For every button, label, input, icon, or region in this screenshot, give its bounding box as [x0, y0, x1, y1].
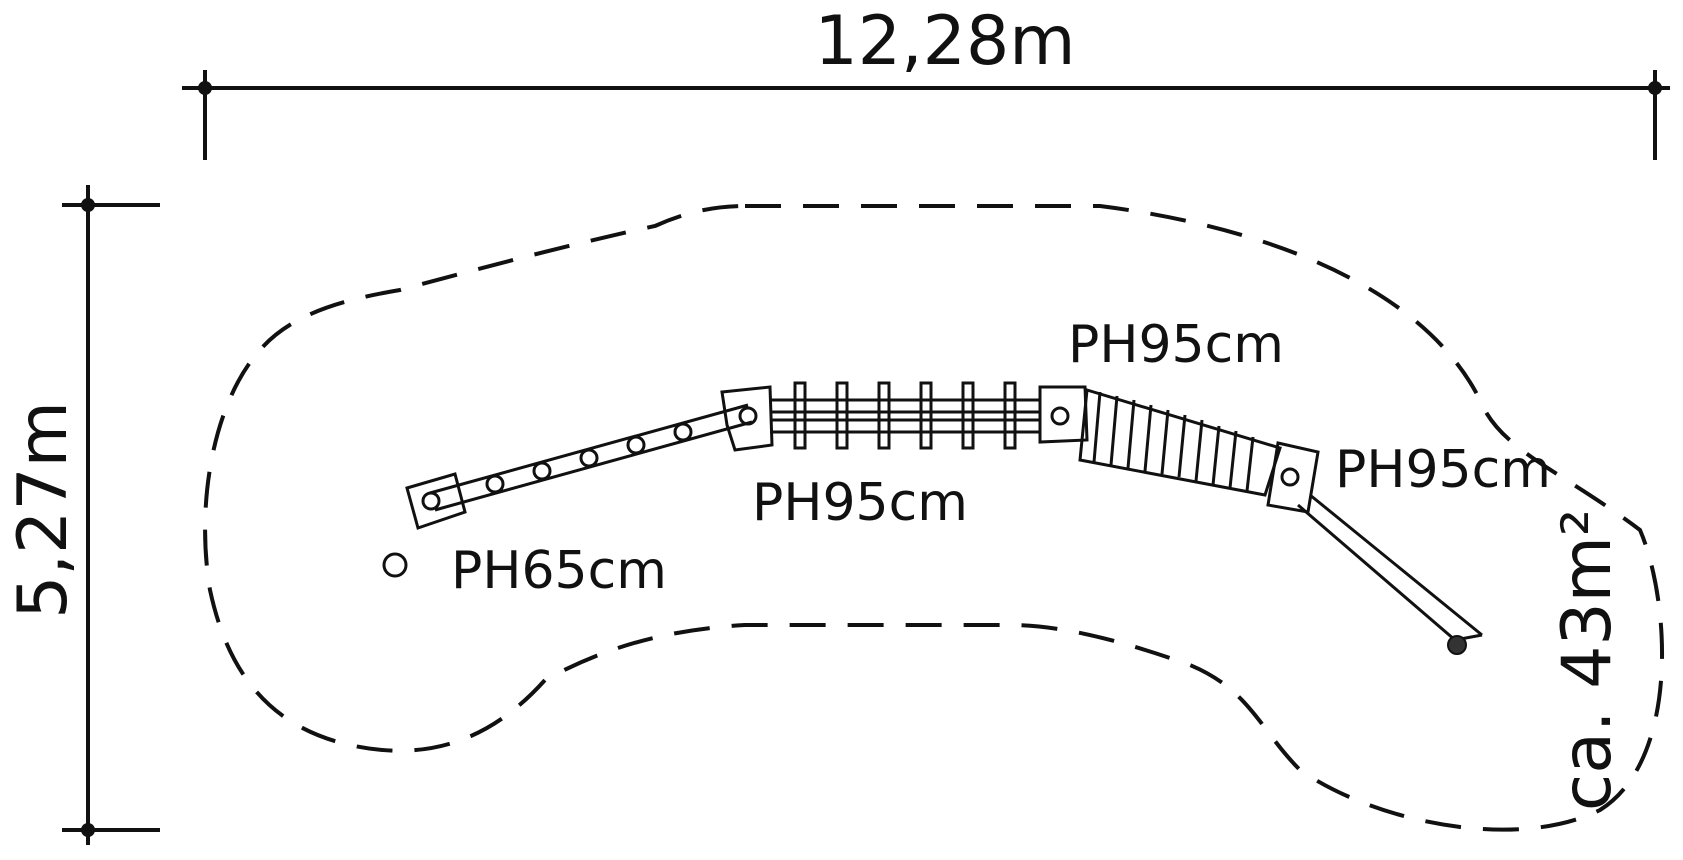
- label-post-low: PH65cm: [451, 541, 667, 601]
- platform-center-left: [720, 385, 774, 452]
- width-dimension: 12,28m: [182, 2, 1670, 160]
- platform-right-end: [1266, 441, 1320, 514]
- safety-area-outline: [203, 204, 1665, 832]
- plank-bridge: [1078, 388, 1282, 497]
- height-label: 5,27m: [4, 401, 83, 619]
- rope-bridge-left: [429, 403, 753, 512]
- post-marker: [382, 552, 408, 578]
- label-platform-center: PH95cm: [752, 473, 968, 533]
- platform-center-right: [1038, 385, 1089, 444]
- label-platform-right: PH95cm: [1335, 440, 1551, 500]
- ladder-bridge: [770, 381, 1040, 450]
- width-label: 12,28m: [815, 2, 1076, 81]
- label-platform-upper: PH95cm: [1068, 315, 1284, 375]
- slide-pole: [1297, 493, 1483, 655]
- height-dimension: 5,27m: [4, 185, 160, 845]
- platform-left-end: [405, 472, 467, 530]
- area-label: ca. 43m²: [1548, 509, 1627, 811]
